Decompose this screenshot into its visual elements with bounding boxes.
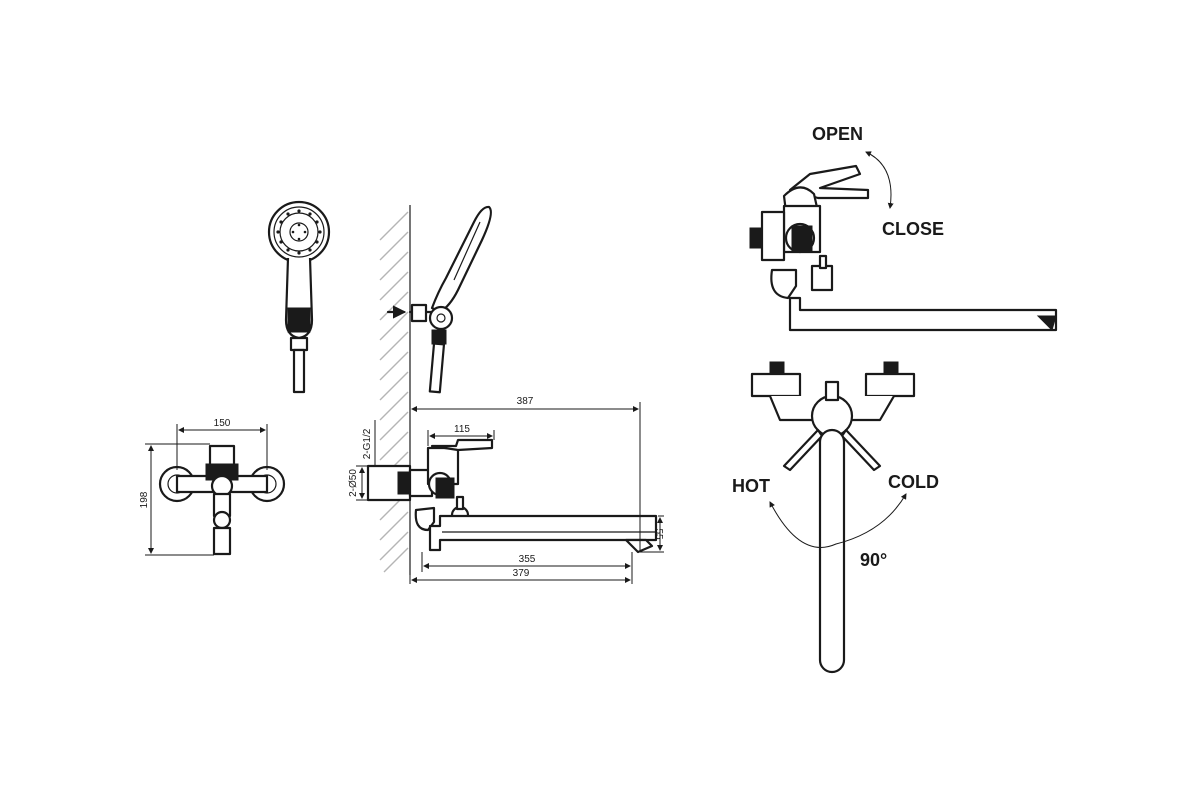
dim-handle-offset: 115 xyxy=(454,424,470,435)
label-angle: 90° xyxy=(860,550,887,570)
hand-shower-side-view xyxy=(386,205,492,394)
mixer-side-view xyxy=(366,438,658,554)
label-close: CLOSE xyxy=(882,219,944,239)
side-view-dimension-lines xyxy=(356,400,664,584)
label-open: OPEN xyxy=(812,124,863,144)
dim-pipe-diameter: 2-Ø50 xyxy=(348,469,359,497)
dim-center-distance: 150 xyxy=(214,418,231,429)
hand-shower-front-view xyxy=(267,200,331,394)
mixer-front-view xyxy=(145,424,286,556)
mixer-open-close-view xyxy=(749,151,1058,332)
label-hot: HOT xyxy=(732,476,770,496)
dim-total-length: 387 xyxy=(517,396,534,407)
dim-spout-length: 379 xyxy=(513,568,530,579)
mixer-hot-cold-view xyxy=(750,361,916,674)
dim-height: 198 xyxy=(139,491,150,508)
dim-spout-height: 55 xyxy=(653,528,664,540)
dim-spout-reach: 355 xyxy=(519,554,536,565)
dim-thread: 2-G1/2 xyxy=(362,428,373,459)
wall-hatching-top xyxy=(379,205,411,575)
label-cold: COLD xyxy=(888,472,939,492)
